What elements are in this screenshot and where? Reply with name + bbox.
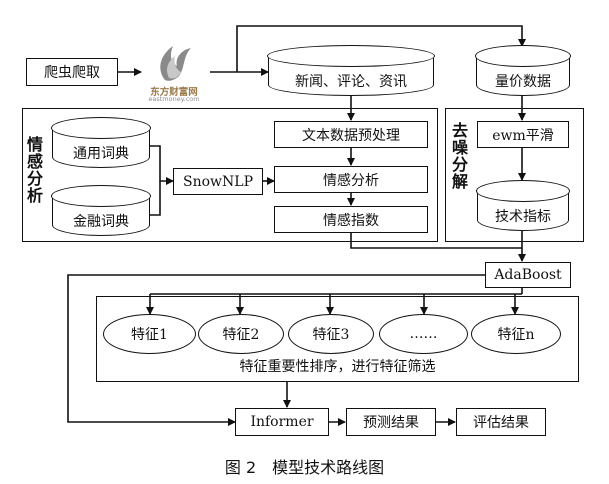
adaboost-label: AdaBoost (494, 267, 562, 283)
prediction-box: 预测结果 (346, 408, 436, 436)
sentiment-analysis-box: 情感分析 (274, 166, 428, 193)
feature-ranking-label: 特征重要性排序，进行特征筛选 (239, 359, 436, 375)
feature-n-label: 特征n (497, 327, 535, 343)
general-dict-cylinder: 通用词典 (51, 117, 151, 168)
eastmoney-logo: 东方财富网 eastmoney.com (135, 40, 213, 103)
crawler-label: 爬虫爬取 (44, 65, 100, 81)
informer-box: Informer (235, 408, 329, 436)
ewm-box: ewm平滑 (477, 121, 569, 148)
feature-2-ellipse: 特征2 (198, 314, 284, 354)
preprocess-label: 文本数据预处理 (302, 127, 400, 144)
general-dict-label: 通用词典 (73, 146, 129, 162)
tech-indicators-label: 技术指标 (495, 209, 551, 225)
feature-2-label: 特征2 (222, 327, 260, 343)
feature-1-ellipse: 特征1 (103, 314, 196, 354)
informer-label: Informer (250, 414, 314, 430)
feature-n-ellipse: 特征n (471, 314, 561, 354)
sentiment-group-label: 情感分析 (26, 135, 43, 205)
denoise-group-label: 去噪分解 (451, 121, 468, 191)
adaboost-box: AdaBoost (485, 262, 571, 288)
snownlp-box: SnowNLP (173, 168, 263, 195)
finance-dict-label: 金融词典 (73, 214, 129, 230)
sentiment-group-frame (22, 108, 438, 242)
feature-ellipsis-ellipse: …… (379, 314, 468, 354)
logo-domain: eastmoney.com (148, 95, 200, 103)
sentiment-analysis-label: 情感分析 (323, 172, 379, 189)
news-cylinder: 新闻、评论、资讯 (267, 45, 435, 96)
feature-3-ellipse: 特征3 (288, 314, 374, 354)
figure-caption: 图 2 模型技术路线图 (224, 458, 385, 477)
logo-brand: 东方财富网 (150, 87, 198, 98)
feature-3-label: 特征3 (312, 327, 350, 343)
feature-1-label: 特征1 (131, 327, 168, 343)
snownlp-label: SnowNLP (183, 173, 253, 190)
crawler-box: 爬虫爬取 (26, 58, 118, 86)
price-cylinder: 量价数据 (475, 45, 571, 96)
denoise-group-frame (445, 108, 584, 242)
sentiment-index-box: 情感指数 (274, 206, 428, 233)
evaluation-box: 评估结果 (456, 408, 546, 436)
sentiment-index-label: 情感指数 (323, 212, 379, 229)
tech-indicators-cylinder: 技术指标 (476, 180, 570, 231)
ewm-label: ewm平滑 (492, 127, 554, 144)
evaluation-label: 评估结果 (473, 415, 529, 431)
price-label: 量价数据 (495, 74, 551, 90)
features-frame (96, 296, 579, 382)
news-label: 新闻、评论、资讯 (295, 74, 407, 90)
finance-dict-cylinder: 金融词典 (51, 185, 151, 236)
eastmoney-flame-icon (160, 46, 191, 81)
preprocess-box: 文本数据预处理 (274, 121, 428, 148)
prediction-label: 预测结果 (363, 415, 419, 431)
feature-ellipsis-label: …… (409, 326, 438, 342)
